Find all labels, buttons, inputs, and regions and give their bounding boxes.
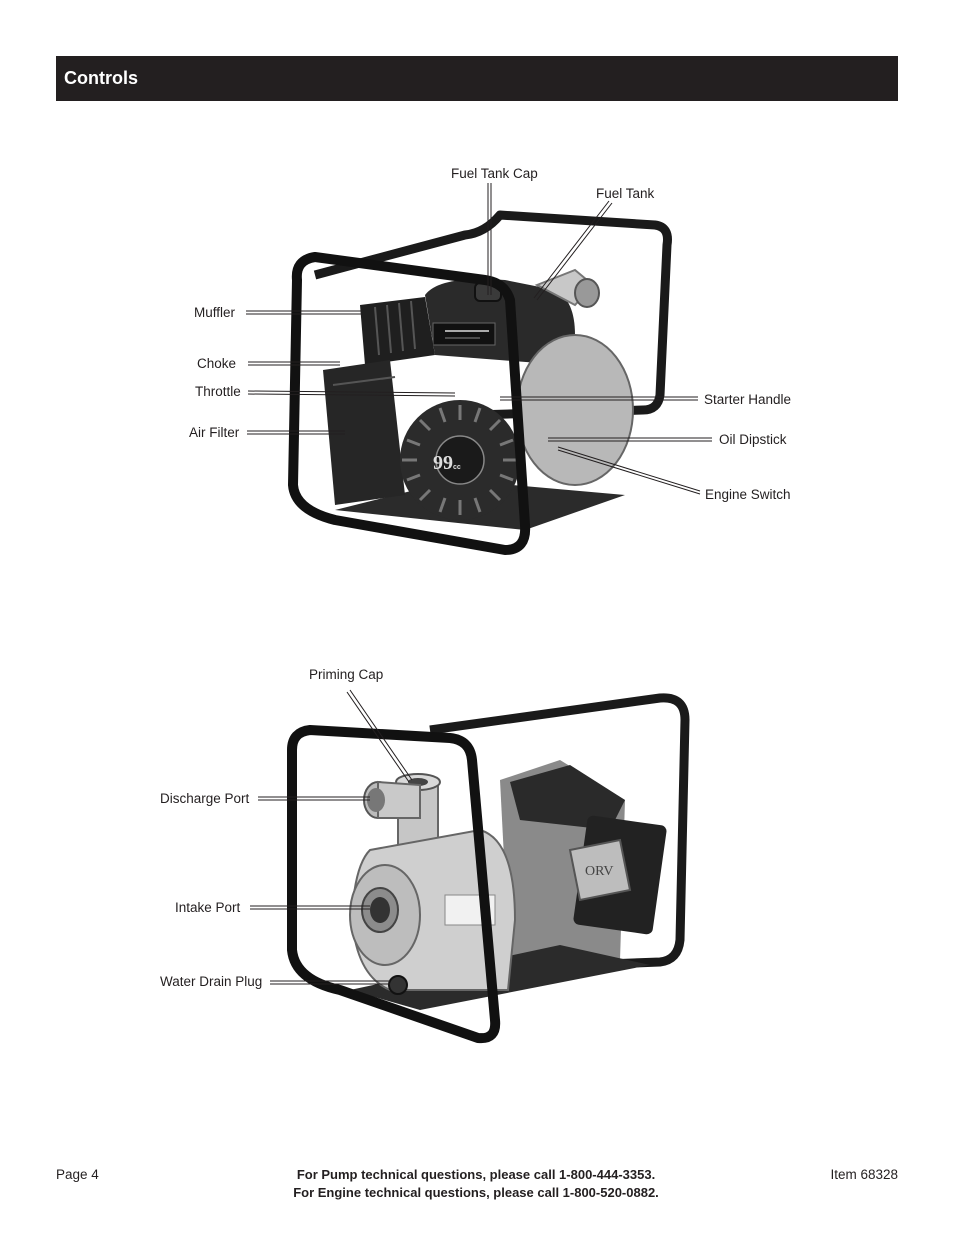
label-water-drain-plug: Water Drain Plug — [160, 974, 263, 989]
label-throttle: Throttle — [195, 384, 241, 399]
pump-engine-side-illustration: 99 cc — [288, 210, 672, 555]
label-choke: Choke — [197, 356, 237, 371]
footer-support-lines: For Pump technical questions, please cal… — [200, 1166, 752, 1202]
engine-size-unit: cc — [453, 464, 461, 471]
label-engine-switch: Engine Switch — [705, 487, 791, 502]
item-number: Item 68328 — [830, 1167, 898, 1182]
label-starter-handle: Starter Handle — [704, 392, 792, 407]
engine-support-line: For Engine technical questions, please c… — [293, 1185, 659, 1200]
page-number: Page 4 — [56, 1167, 99, 1182]
label-fuel-tank: Fuel Tank — [596, 186, 655, 201]
label-discharge-port: Discharge Port — [160, 791, 250, 806]
label-intake-port: Intake Port — [175, 900, 241, 915]
pump-intake-side-illustration: ORV — [287, 693, 690, 1044]
section-header-bar: Controls — [56, 56, 898, 101]
engine-cover-mark-icon: ORV — [585, 864, 613, 879]
engine-size-badge: 99 — [433, 452, 453, 474]
label-fuel-tank-cap: Fuel Tank Cap — [451, 166, 538, 181]
label-oil-dipstick: Oil Dipstick — [719, 432, 787, 447]
pump-support-line: For Pump technical questions, please cal… — [296, 1167, 656, 1182]
label-priming-cap: Priming Cap — [309, 667, 384, 682]
label-air-filter: Air Filter — [189, 425, 240, 440]
label-muffler: Muffler — [194, 305, 236, 320]
section-title: Controls — [64, 68, 138, 88]
